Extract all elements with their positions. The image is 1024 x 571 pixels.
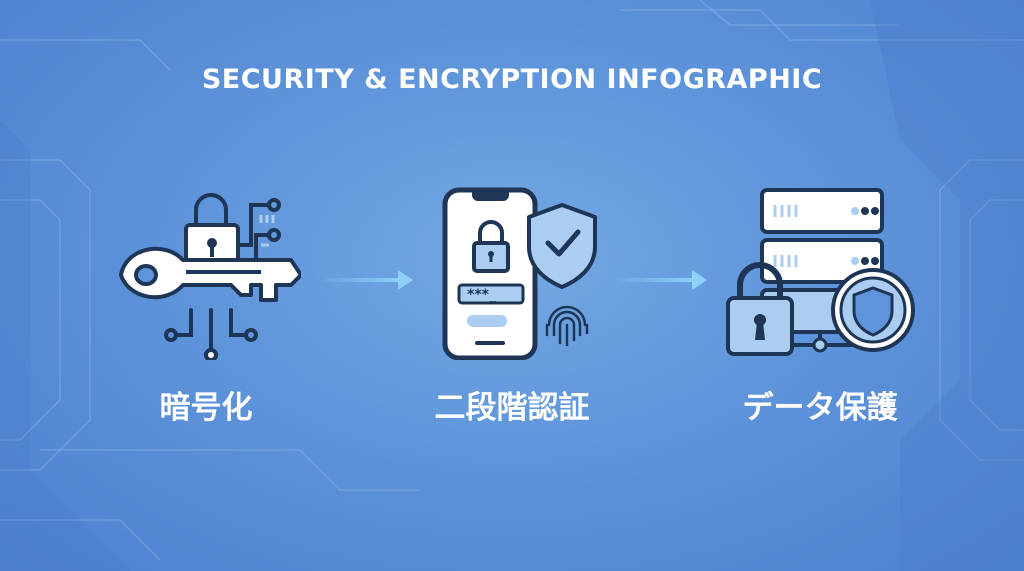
infographic-title: SECURITY & ENCRYPTION INFOGRAPHIC (201, 64, 823, 95)
step-label-data-protection: データ保護 (742, 390, 898, 426)
step-data-protection: データ保護 (720, 185, 920, 427)
phone-shield-fingerprint-icon: ***_ (442, 187, 597, 360)
step-two-factor: ***_ 二段階認証 (412, 185, 612, 427)
arrow-right-icon (318, 270, 413, 290)
key-lock-circuit-icon (119, 193, 301, 360)
fingerprint-icon (545, 305, 589, 347)
password-mask: ***_ (467, 287, 496, 303)
step-encryption: 暗号化 (106, 185, 306, 427)
step-label-two-factor: 二段階認証 (434, 390, 590, 426)
server-lock-shield-icon (726, 188, 915, 356)
step-label-encryption: 暗号化 (159, 390, 253, 426)
arrow-right-icon (612, 270, 707, 290)
